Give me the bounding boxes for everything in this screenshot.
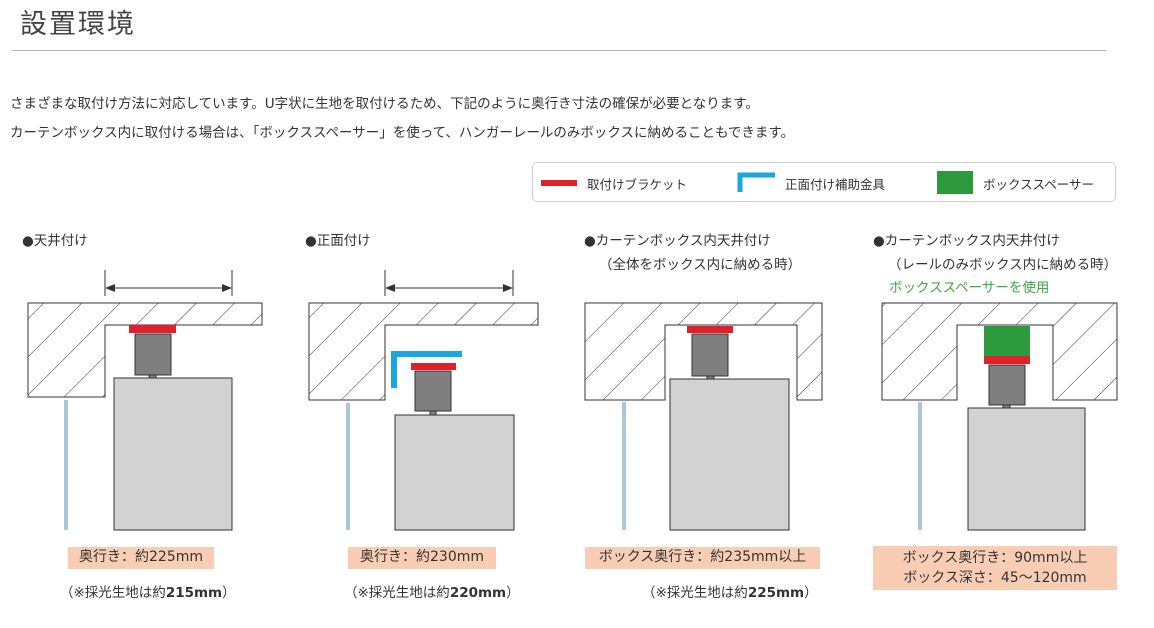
note-suffix: ）: [804, 585, 818, 601]
diagram-4-depth: ボックス奥行き：90mm以上 ボックス深さ：45〜120mm: [873, 546, 1117, 590]
intro-line-1: さまざまな取付け方法に対応しています。U字状に生地を取付けるため、下記のように奥…: [10, 96, 759, 112]
diagram-box-ceiling-full: [584, 302, 823, 531]
diagram-4-subheading: （レールのみボックス内に納める時）: [888, 257, 1118, 273]
legend-label-front-bracket: 正面付け補助金具: [785, 177, 886, 192]
legend-label-bracket: 取付けブラケット: [587, 177, 688, 192]
diagram-1-depth-text: 奥行き：約225mm: [79, 549, 203, 565]
note-suffix: ）: [506, 585, 520, 601]
legend-label-spacer: ボックススペーサー: [983, 177, 1095, 192]
diagram-3-note: （※採光生地は約225mm）: [642, 581, 818, 601]
blue-bracket-icon: [737, 172, 775, 192]
diagram-3-depth-text: ボックス奥行き：約235mm以上: [598, 549, 807, 565]
intro-line-2: カーテンボックス内に取付ける場合は、「ボックススペーサー」を使って、ハンガーレー…: [10, 125, 795, 141]
note-prefix: （※採光生地は約: [60, 585, 166, 601]
diagram-box-ceiling-rail-only: [881, 302, 1118, 531]
diagram-2-note: （※採光生地は約220mm）: [344, 581, 520, 601]
diagram-3-subheading: （全体をボックス内に納める時）: [599, 257, 802, 273]
diagram-ceiling-mount: [27, 270, 263, 531]
page-title: 設置環境: [20, 9, 136, 40]
diagram-4-depth-line-2: ボックス深さ：45〜120mm: [903, 570, 1087, 586]
diagram-1-depth: 奥行き：約225mm: [68, 547, 214, 569]
diagram-3-depth: ボックス奥行き：約235mm以上: [585, 547, 820, 569]
diagram-4-heading: ●カーテンボックス内天井付け: [873, 233, 1060, 249]
title-divider: [12, 50, 1106, 51]
note-value: 215mm: [165, 585, 223, 601]
note-prefix: （※採光生地は約: [344, 585, 450, 601]
note-prefix: （※採光生地は約: [642, 585, 748, 601]
diagram-3-heading: ●カーテンボックス内天井付け: [584, 233, 771, 249]
note-value: 220mm: [449, 585, 507, 601]
green-square-icon: [937, 171, 973, 194]
diagram-1-note: （※採光生地は約215mm）: [60, 581, 236, 601]
red-bar-icon: [541, 180, 577, 186]
diagram-1-heading: ●天井付け: [22, 233, 88, 249]
diagram-2-depth: 奥行き：約230mm: [348, 547, 496, 569]
note-suffix: ）: [222, 585, 236, 601]
legend: 取付けブラケット 正面付け補助金具 ボックススペーサー: [532, 162, 1116, 202]
diagram-2-depth-text: 奥行き：約230mm: [360, 549, 484, 565]
diagram-4-spacer-note: ボックススペーサーを使用: [889, 280, 1050, 296]
diagram-front-mount: [308, 270, 539, 531]
note-value: 225mm: [747, 585, 805, 601]
diagram-2-heading: ●正面付け: [305, 233, 371, 249]
diagram-4-depth-line-1: ボックス奥行き：90mm以上: [902, 550, 1088, 566]
